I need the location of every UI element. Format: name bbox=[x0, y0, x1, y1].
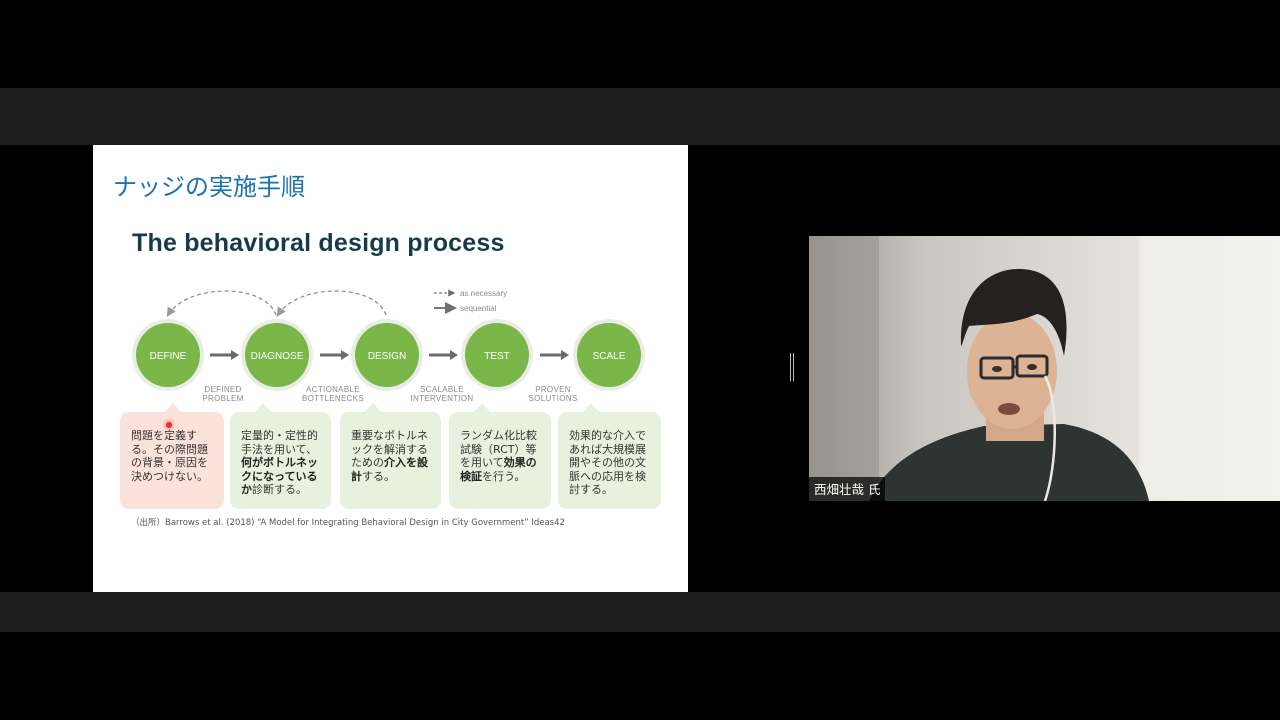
transition-label-4a: PROVEN bbox=[535, 385, 571, 394]
slide-title: ナッジの実施手順 bbox=[113, 173, 305, 201]
transition-label-1b: PROBLEM bbox=[202, 394, 243, 403]
test-description-post: を行う。 bbox=[482, 469, 526, 483]
process-heading: The behavioral design process bbox=[132, 229, 505, 257]
shared-slide: ナッジの実施手順 The behavioral design process a… bbox=[93, 145, 688, 592]
step-design: DESIGN bbox=[351, 319, 423, 391]
bottom-band bbox=[0, 592, 1280, 632]
feedback-arrow-diagnose-define bbox=[166, 290, 277, 318]
transition-label-4b: SOLUTIONS bbox=[529, 394, 578, 403]
scale-description-box: 効果的な介入であれば大規模展開やその他の文脈への応用を検討する。 bbox=[558, 403, 661, 509]
process-arrow bbox=[429, 350, 458, 360]
transition-label-2a: ACTIONABLE bbox=[306, 385, 360, 394]
process-arrow bbox=[320, 350, 349, 360]
step-define-label: DEFINE bbox=[150, 351, 187, 362]
define-description: 問題を定義する。その際問題の背景・原因を決めつけない。 bbox=[131, 429, 208, 483]
step-define: DEFINE bbox=[132, 319, 204, 391]
design-description-box: 重要なボトルネックを解消するための介入を設計する。 bbox=[340, 403, 441, 509]
source-citation: （出所）Barrows et al. (2018) “A Model for I… bbox=[131, 518, 565, 528]
step-scale-label: SCALE bbox=[593, 351, 626, 362]
scale-description: 効果的な介入であれば大規模展開やその他の文脈への応用を検討する。 bbox=[569, 429, 646, 497]
participant-video-feed bbox=[809, 236, 1280, 501]
panel-resize-handle[interactable] bbox=[790, 353, 795, 381]
legend: as necessary sequential bbox=[434, 289, 507, 314]
process-arrow bbox=[540, 350, 569, 360]
participant-name-label: 西畑壮哉 氏 bbox=[809, 477, 886, 501]
process-arrow bbox=[210, 350, 239, 360]
test-description-pre: ランダム化比較試験（RCT）等を用いて bbox=[460, 429, 537, 470]
transition-label-3b: INTERVENTION bbox=[410, 394, 473, 403]
transition-label-1a: DEFINED bbox=[204, 385, 241, 394]
transition-label-3a: SCALABLE bbox=[420, 385, 464, 394]
transition-label-2b: BOTTLENECKS bbox=[302, 394, 364, 403]
step-design-label: DESIGN bbox=[368, 351, 406, 362]
step-scale: SCALE bbox=[573, 319, 645, 391]
test-description-bold: 効果の検証 bbox=[460, 456, 537, 483]
step-diagnose: DIAGNOSE bbox=[241, 319, 313, 391]
test-description-box: ランダム化比較試験（RCT）等を用いて効果の検証を行う。 bbox=[449, 403, 551, 509]
participant-video-tile[interactable]: 西畑壮哉 氏 bbox=[809, 236, 1280, 501]
step-test: TEST bbox=[461, 319, 533, 391]
legend-dashed-label: as necessary bbox=[460, 289, 507, 298]
diagnose-description-pre: 定量的・定性的手法を用いて、 bbox=[241, 429, 318, 456]
process-diagram: as necessary sequential DEFINE DIAGNOSE … bbox=[132, 289, 645, 403]
feedback-arrow-design-diagnose bbox=[276, 290, 387, 318]
design-description-pre: 重要なボトルネックを解消するための bbox=[351, 429, 428, 470]
design-description-bold: 介入を設計 bbox=[351, 456, 428, 483]
laser-pointer-dot bbox=[166, 422, 172, 428]
diagnose-description-bold: 何がボトルネックになっているか bbox=[241, 456, 318, 497]
step-test-label: TEST bbox=[484, 351, 510, 362]
diagnose-description-post: 診断する。 bbox=[252, 483, 307, 497]
legend-solid-label: sequential bbox=[460, 304, 497, 313]
step-diagnose-label: DIAGNOSE bbox=[251, 351, 304, 362]
design-description-post: する。 bbox=[362, 469, 395, 483]
top-band bbox=[0, 88, 1280, 145]
diagnose-description-box: 定量的・定性的手法を用いて、何がボトルネックになっているか診断する。 bbox=[230, 403, 331, 509]
define-description-box: 問題を定義する。その際問題の背景・原因を決めつけない。 bbox=[120, 403, 224, 509]
